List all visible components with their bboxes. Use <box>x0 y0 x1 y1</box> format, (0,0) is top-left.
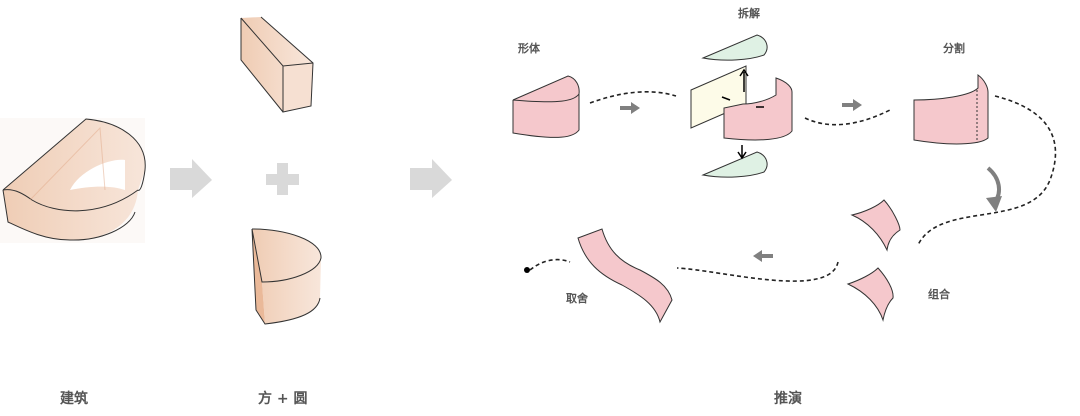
step-combine-shape <box>846 199 901 322</box>
small-arrow-icon <box>620 102 640 114</box>
end-point-icon <box>524 267 530 273</box>
label-form: 形体 <box>518 41 541 55</box>
label-building: 建筑 <box>60 390 88 407</box>
label-disassemble: 拆解 <box>738 6 760 20</box>
step-select-shape <box>577 228 673 324</box>
plus-icon <box>266 163 299 195</box>
rectangular-prism <box>240 16 314 113</box>
label-combine: 组合 <box>928 287 951 301</box>
half-cylinder <box>251 228 322 325</box>
step-divide-shape <box>913 74 989 145</box>
small-arrow-icon <box>753 250 773 262</box>
arrow-right-icon <box>170 159 212 198</box>
label-deduction: 推演 <box>774 390 802 407</box>
label-divide: 分割 <box>943 41 965 55</box>
small-arrow-icon <box>842 99 862 111</box>
label-square-plus-circle: 方 + 圆 <box>258 390 307 407</box>
building-model <box>0 118 146 243</box>
step-disassemble-shape <box>690 34 793 178</box>
step-form-shape <box>512 75 580 138</box>
arrow-right-icon <box>410 159 452 198</box>
label-select: 取舍 <box>566 291 589 305</box>
